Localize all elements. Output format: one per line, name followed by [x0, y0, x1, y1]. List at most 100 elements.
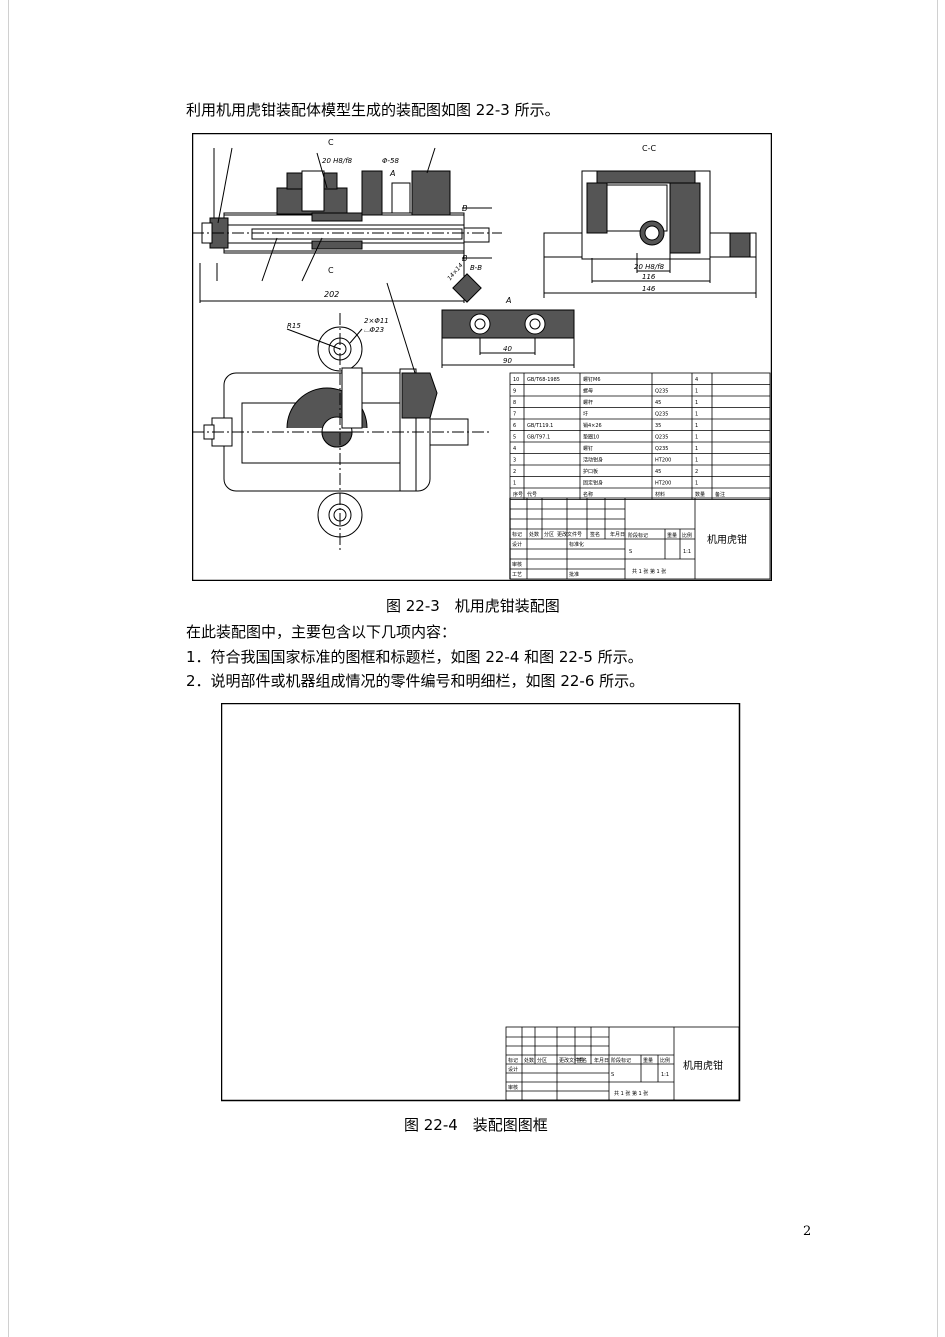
- tb-check: 审核: [512, 561, 522, 568]
- section-cc-title: C-C: [642, 144, 656, 153]
- parts-cell-mat: Q235: [655, 389, 668, 395]
- parts-cell-no: 3: [513, 458, 516, 464]
- parts-header-note: 备注: [715, 491, 725, 498]
- parts-cell-no: 7: [513, 412, 516, 418]
- frame-tb-scale: 比例: [660, 1057, 670, 1064]
- parts-cell-code: GB/T68-1985: [527, 377, 560, 383]
- cc-section: C-C 20 H8/f8 116 146: [543, 144, 757, 298]
- dim-146: 146: [642, 285, 656, 293]
- parts-cell-name: 圩: [583, 411, 588, 418]
- title-block: 标记 处数 分区 更改文件号 签名 年月日 设计 标准化 审核 工艺 批准 阶段…: [509, 497, 771, 580]
- frame-tb-sheet: 共 1 张 第 1 张: [614, 1090, 648, 1097]
- parts-cell-no: 9: [513, 389, 516, 395]
- dim-r15: R15: [287, 322, 301, 330]
- tb-date: 年月日: [610, 531, 625, 538]
- parts-cell-mat: Q235: [655, 435, 668, 441]
- tb-stage: 阶段标记: [628, 532, 648, 539]
- tb-sign: 签名: [590, 531, 600, 538]
- parts-cell-mat: Q235: [655, 412, 668, 418]
- parts-cell-no: 5: [513, 435, 516, 441]
- tb-scale-val: 1:1: [683, 549, 691, 555]
- frame-tb-design: 设计: [508, 1066, 518, 1073]
- parts-cell-name: 螺母: [583, 388, 593, 395]
- view-a-label: A: [505, 296, 511, 305]
- parts-cell-no: 6: [513, 423, 516, 429]
- parts-cell-mat: 45: [655, 469, 661, 475]
- parts-cell-no: 10: [513, 377, 519, 383]
- frame-tb-mark: 标记: [508, 1057, 518, 1064]
- frame-tb-weight: 重量: [643, 1057, 653, 1064]
- parts-cell-mat: HT200: [655, 458, 671, 464]
- tb-weight: 重量: [667, 532, 677, 539]
- tb-zone: 分区: [544, 531, 554, 538]
- label-b-top: B: [462, 204, 468, 213]
- frame-tb-change: 更改文件号: [559, 1057, 584, 1064]
- frame-tb-sign: 签名: [577, 1057, 587, 1064]
- page-right-edge: [937, 0, 938, 1337]
- frame-tb-date: 年月日: [594, 1057, 609, 1064]
- parts-cell-qty: 1: [695, 412, 698, 418]
- parts-cell-no: 1: [513, 481, 516, 487]
- dim-116: 116: [642, 273, 656, 281]
- frame-tb-stage-val: S: [611, 1072, 614, 1078]
- parts-cell-no: 2: [513, 469, 516, 475]
- dim-phi23: ⌴Φ23: [364, 326, 384, 334]
- parts-header-no: 序号: [513, 491, 523, 498]
- parts-cell-qty: 1: [695, 423, 698, 429]
- cut-label-c2: C: [328, 266, 334, 275]
- parts-cell-name: 垫圈10: [583, 434, 599, 441]
- tb-count: 处数: [529, 531, 539, 538]
- frame-tb-check: 审核: [508, 1084, 518, 1091]
- parts-cell-name: 销4×26: [583, 422, 602, 429]
- frame-title-block: 标记 处数 分区 更改文件号 签名 年月日 设计 审核 阶段标记 重量 比例 S…: [505, 1026, 740, 1101]
- label-a-arrow: A: [389, 169, 395, 178]
- parts-cell-qty: 1: [695, 446, 698, 452]
- parts-cell-code: GB/T119.1: [527, 423, 553, 429]
- parts-header-name: 名称: [583, 491, 593, 498]
- parts-cell-qty: 1: [695, 435, 698, 441]
- tb-approve: 批准: [569, 571, 579, 578]
- frame-tb-stage: 阶段标记: [611, 1057, 631, 1064]
- parts-cell-no: 4: [513, 446, 516, 452]
- parts-cell-mat: HT200: [655, 481, 671, 487]
- tb-std: 标准化: [569, 541, 584, 548]
- parts-cell-qty: 1: [695, 458, 698, 464]
- parts-cell-name: 螺杆: [583, 399, 593, 406]
- paragraph-intro: 在此装配图中，主要包含以下几项内容：: [186, 623, 457, 641]
- parts-cell-qty: 1: [695, 400, 698, 406]
- top-view: R15 2×Φ11 ⌴Φ23: [192, 282, 492, 553]
- front-section-view: C C 20 H8/f8 Φ-58 A B B 202: [192, 138, 502, 303]
- tb-mark: 标记: [512, 531, 522, 538]
- list-item-1: 1．符合我国国家标准的图框和标题栏，如图 22-4 和图 22-5 所示。: [186, 648, 643, 666]
- dim-20h8: 20 H8/f8: [322, 157, 353, 165]
- dim-90: 90: [503, 357, 512, 365]
- cut-label-c1: C: [328, 138, 334, 147]
- parts-cell-qty: 2: [695, 469, 698, 475]
- tb-sheet: 共 1 张 第 1 张: [632, 568, 666, 575]
- parts-cell-name: 固定钳身: [583, 480, 603, 487]
- page-number: 2: [803, 1224, 812, 1239]
- tb-scale: 比例: [682, 532, 692, 539]
- parts-cell-qty: 1: [695, 389, 698, 395]
- parts-cell-qty: 1: [695, 481, 698, 487]
- parts-cell-qty: 4: [695, 377, 698, 383]
- dim-2xphi11: 2×Φ11: [364, 317, 389, 325]
- parts-cell-name: 护口板: [583, 468, 598, 475]
- tb-change: 更改文件号: [557, 531, 582, 538]
- frame-tb-scale-val: 1:1: [661, 1072, 669, 1078]
- parts-cell-name: 活动钳身: [583, 457, 603, 464]
- parts-cell-code: GB/T97.1: [527, 435, 550, 441]
- parts-cell-no: 8: [513, 400, 516, 406]
- dim-40: 40: [503, 345, 512, 353]
- parts-cell-mat: 35: [655, 423, 661, 429]
- parts-header-code: 代号: [527, 491, 537, 498]
- assembly-drawing: C C 20 H8/f8 Φ-58 A B B 202 B-B 14×14 C-…: [192, 133, 772, 581]
- parts-cell-mat: 45: [655, 400, 661, 406]
- dim-phi58: Φ-58: [382, 157, 399, 165]
- figure-22-4-caption: 图 22-4 装配图图框: [404, 1116, 548, 1134]
- list-item-2: 2．说明部件或机器组成情况的零件编号和明细栏，如图 22-6 所示。: [186, 672, 645, 690]
- drawing-frame: 标记 处数 分区 更改文件号 签名 年月日 设计 审核 阶段标记 重量 比例 S…: [221, 703, 741, 1102]
- tb-craft: 工艺: [512, 572, 522, 578]
- page-left-edge: [8, 0, 9, 1337]
